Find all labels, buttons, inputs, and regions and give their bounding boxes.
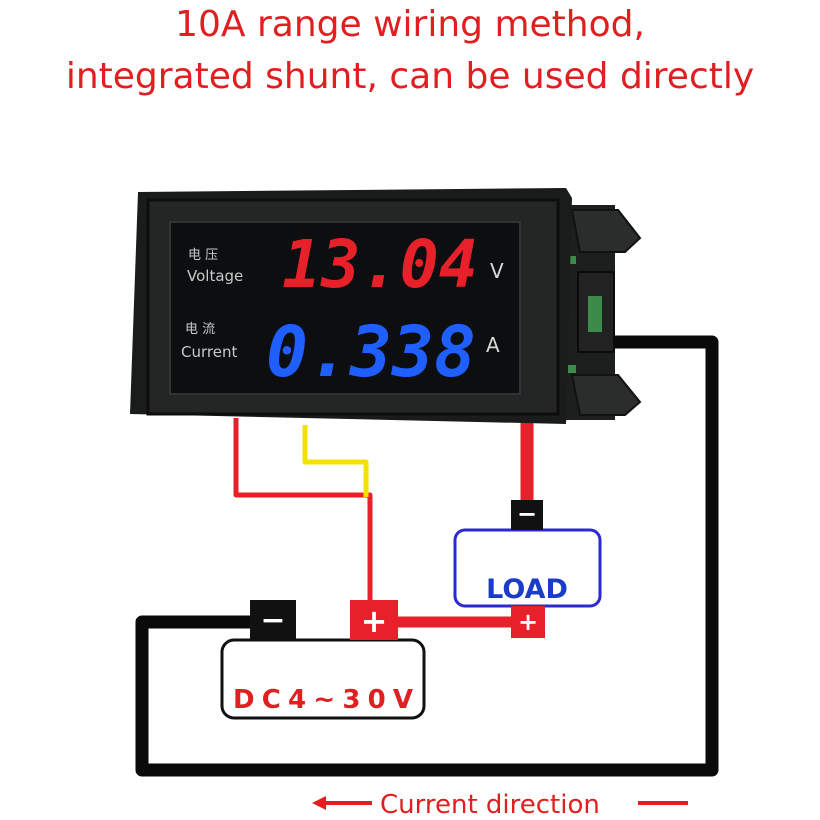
voltage-chinese-label: 电 压 <box>188 248 218 263</box>
source-minus-terminal: − <box>260 603 285 638</box>
current-chinese-label: 电 流 <box>185 322 215 337</box>
load-plus-terminal: + <box>518 608 538 636</box>
current-label: Current <box>181 343 237 361</box>
title-line-2: integrated shunt, can be used directly <box>65 56 755 97</box>
load-label: LOAD <box>486 574 568 605</box>
arrow-left-icon <box>312 796 326 810</box>
current-reading: 0.338 <box>266 311 476 393</box>
source-plus-terminal: + <box>361 602 388 640</box>
load-minus-terminal: − <box>517 500 537 528</box>
voltage-label: Voltage <box>187 267 243 285</box>
source-label: DC4~30V <box>233 685 413 715</box>
dc-source-component: DC4~30V − + <box>220 600 426 720</box>
voltage-unit: V <box>490 259 504 283</box>
load-component: LOAD − + <box>453 500 602 638</box>
black-wire-loop <box>135 335 719 777</box>
red-wire-meter-to-source <box>233 418 373 608</box>
title-line-1: 10A range wiring method, <box>175 4 645 45</box>
current-direction-indicator: Current direction <box>312 790 688 820</box>
current-unit: A <box>486 333 500 357</box>
yellow-wire <box>302 425 369 497</box>
panel-meter: 电 压 Voltage 13.04 V 电 流 Current 0.338 A <box>130 188 642 424</box>
voltage-reading: 13.04 <box>282 226 478 303</box>
current-direction-label: Current direction <box>380 790 600 820</box>
